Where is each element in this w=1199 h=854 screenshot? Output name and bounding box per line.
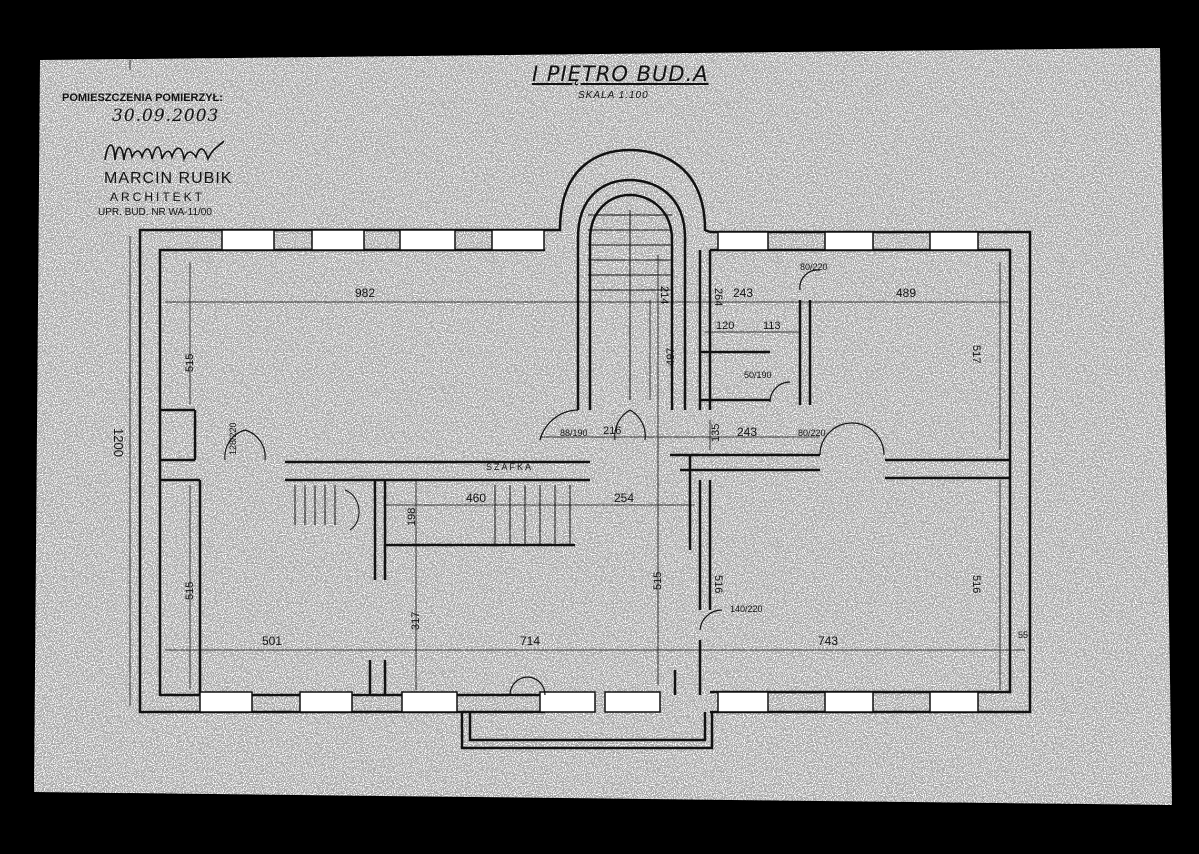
dim-216: 216 bbox=[603, 425, 622, 437]
door-50-190: 50/190 bbox=[744, 370, 772, 380]
dim-113: 113 bbox=[763, 320, 781, 332]
architect-license: UPR. BUD. NR WA-11/00 bbox=[98, 207, 212, 218]
paper-shading bbox=[34, 48, 1174, 808]
dim-516-right: 516 bbox=[970, 575, 982, 594]
dim-497: 497 bbox=[665, 347, 677, 366]
dim-135: 135 bbox=[710, 423, 722, 442]
dimension-lines bbox=[129, 60, 1025, 706]
dim-489: 489 bbox=[896, 286, 917, 300]
door-80-220-b: 80/220 bbox=[798, 428, 826, 438]
dim-120: 120 bbox=[716, 320, 735, 332]
dim-714: 714 bbox=[520, 634, 541, 648]
dim-1200: 1200 bbox=[111, 428, 126, 457]
dim-264: 264 bbox=[712, 288, 724, 307]
dim-243-mid: 243 bbox=[737, 425, 758, 439]
door-80-220: 80/220 bbox=[800, 262, 828, 272]
door-140-220: 140/220 bbox=[730, 604, 763, 614]
architect-signature bbox=[104, 140, 225, 163]
door-128-220: 128/220 bbox=[228, 422, 238, 455]
dim-743: 743 bbox=[818, 634, 839, 648]
door-88-190: 88/190 bbox=[560, 428, 588, 438]
wardrobe-label: SZAFKA bbox=[486, 462, 534, 472]
dim-55: 55 bbox=[1018, 630, 1029, 640]
dim-198: 198 bbox=[406, 507, 418, 526]
drawing-title: I PIĘTRO BUD.A bbox=[532, 62, 709, 86]
dim-515-left-top: 515 bbox=[184, 353, 196, 372]
architect-name: MARCIN RUBIK bbox=[104, 170, 233, 187]
dim-982: 982 bbox=[355, 286, 376, 300]
walls bbox=[138, 148, 1032, 750]
architect-role: ARCHITEKT bbox=[110, 190, 206, 204]
dim-501: 501 bbox=[262, 634, 283, 648]
dim-243-top: 243 bbox=[733, 286, 754, 300]
dim-517: 517 bbox=[970, 345, 982, 364]
dim-460: 460 bbox=[466, 491, 487, 505]
measurement-date: 30.09.2003 bbox=[112, 106, 220, 126]
dim-516-mid: 516 bbox=[712, 575, 724, 594]
dim-254: 254 bbox=[614, 491, 635, 505]
dim-317: 317 bbox=[410, 611, 422, 630]
dim-515-mid: 515 bbox=[652, 571, 664, 590]
dim-515-left-bottom: 515 bbox=[184, 581, 196, 600]
dim-214: 214 bbox=[658, 286, 670, 305]
drawing-scale: SKALA 1:100 bbox=[578, 90, 649, 101]
windows bbox=[199, 229, 979, 713]
measured-by-label: POMIESZCZENIA POMIERZYŁ: bbox=[62, 92, 223, 104]
